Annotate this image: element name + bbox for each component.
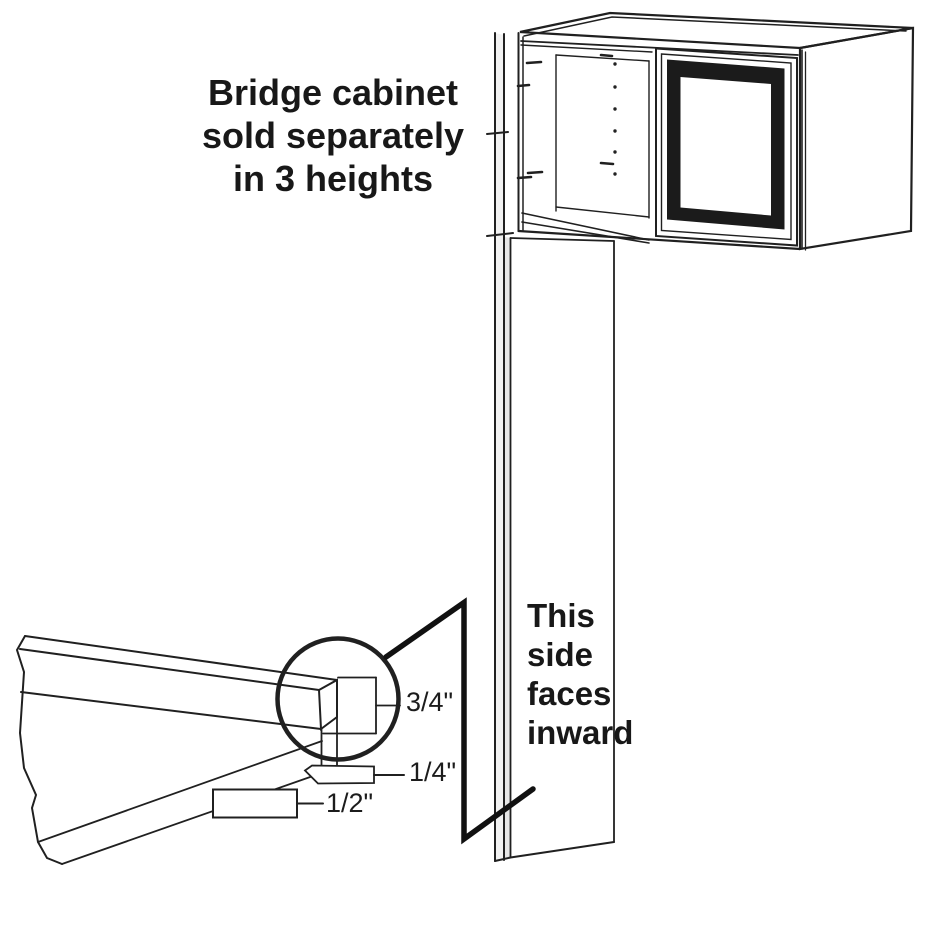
shelf-pin-dots [613,62,617,176]
rail-end-detail-drawing [15,635,405,865]
note-line: faces [527,675,612,712]
side-panel-drawing [486,32,615,862]
note-line: Bridge cabinet [207,72,459,113]
three-quarter-dimension-bracket [322,676,401,735]
cabinet-door [655,47,807,251]
rail-end-face [317,678,338,731]
note-line: sold separately [201,115,465,156]
dimension-label-board-thickness: 1/2" [326,788,374,818]
note-line: in 3 heights [232,158,434,199]
detail-pointer-line [383,597,536,845]
bridge-cabinet-note: Bridge cabinet sold separately in 3 heig… [160,71,506,200]
detail-circle [275,636,401,762]
note-line: side [527,636,594,673]
cabinet-interior [521,54,650,244]
panel-joint-tick [486,232,514,237]
door-raised-panel-frame [667,59,785,230]
note-line: inward [527,714,634,751]
quarter-inch-tab [303,764,375,785]
panel-joint-tick [486,131,509,135]
broken-edge [15,635,63,865]
dimension-label-rail-thickness: 3/4" [406,687,454,717]
half-inch-callout-box [212,788,298,819]
dimension-label-tab-thickness: 1/4" [409,757,457,787]
note-line: This [527,597,595,634]
side-faces-inward-note: This side faces inward [527,596,633,752]
bridge-cabinet-drawing [516,11,915,251]
shelf-pin-holes [516,53,615,180]
